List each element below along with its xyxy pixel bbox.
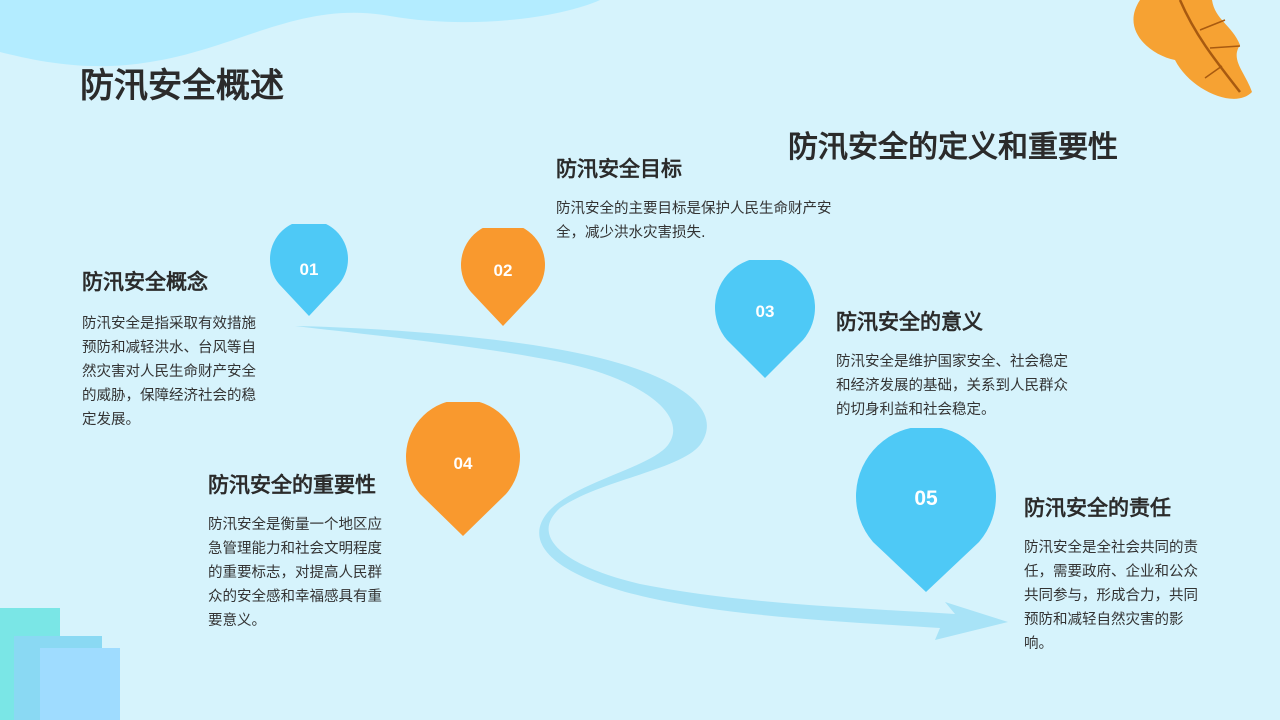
section-description: 防汛安全是指采取有效措施预防和减轻洪水、台风等自然灾害对人民生命财产安全的威胁，…: [82, 316, 256, 428]
pin-03: 03: [715, 260, 815, 378]
pin-02: 02: [461, 228, 545, 326]
section-03: 防汛安全的意义 防汛安全是维护国家安全、社会稳定和经济发展的基础，关系到人民群众…: [836, 306, 1076, 422]
pin-shape: [715, 260, 815, 378]
section-description: 防汛安全的主要目标是保护人民生命财产安全，减少洪水灾害损失.: [556, 201, 832, 241]
pin-number: 05: [914, 487, 938, 510]
section-01: 防汛安全概念 防汛安全是指采取有效措施预防和减轻洪水、台风等自然灾害对人民生命财…: [82, 266, 262, 432]
section-04: 防汛安全的重要性 防汛安全是衡量一个地区应急管理能力和社会文明程度的重要标志，对…: [208, 469, 390, 633]
section-title: 防汛安全的重要性: [208, 473, 376, 497]
section-title: 防汛安全的意义: [836, 310, 983, 334]
section-title: 防汛安全概念: [82, 270, 208, 294]
section-description: 防汛安全是衡量一个地区应急管理能力和社会文明程度的重要标志，对提高人民群众的安全…: [208, 517, 382, 629]
pin-shape: [406, 402, 520, 536]
leaf-decoration: [1133, 0, 1252, 99]
pin-01: 01: [270, 224, 348, 316]
section-02: 防汛安全目标 防汛安全的主要目标是保护人民生命财产安全，减少洪水灾害损失.: [556, 153, 852, 245]
pin-number: 01: [300, 260, 319, 279]
corner-squares-decoration: [0, 608, 120, 720]
pin-shape: [461, 228, 545, 326]
pin-04: 04: [406, 402, 520, 536]
pin-shape: [856, 428, 996, 592]
section-description: 防汛安全是全社会共同的责任，需要政府、企业和公众共同参与，形成合力，共同预防和减…: [1024, 540, 1198, 652]
pin-05: 05: [856, 428, 996, 592]
section-title: 防汛安全的责任: [1024, 496, 1171, 520]
top-wave-decoration: [0, 0, 600, 67]
section-description: 防汛安全是维护国家安全、社会稳定和经济发展的基础，关系到人民群众的切身利益和社会…: [836, 354, 1068, 418]
slide-subtitle: 防汛安全的定义和重要性: [788, 130, 1118, 165]
slide-title: 防汛安全概述: [80, 66, 284, 106]
river-path-decoration: [295, 326, 1008, 640]
pin-shape: [270, 224, 348, 316]
pin-number: 02: [494, 261, 513, 280]
section-title: 防汛安全目标: [556, 157, 682, 181]
section-05: 防汛安全的责任 防汛安全是全社会共同的责任，需要政府、企业和公众共同参与，形成合…: [1024, 492, 1208, 656]
pin-number: 03: [756, 302, 775, 321]
pin-number: 04: [454, 454, 473, 473]
